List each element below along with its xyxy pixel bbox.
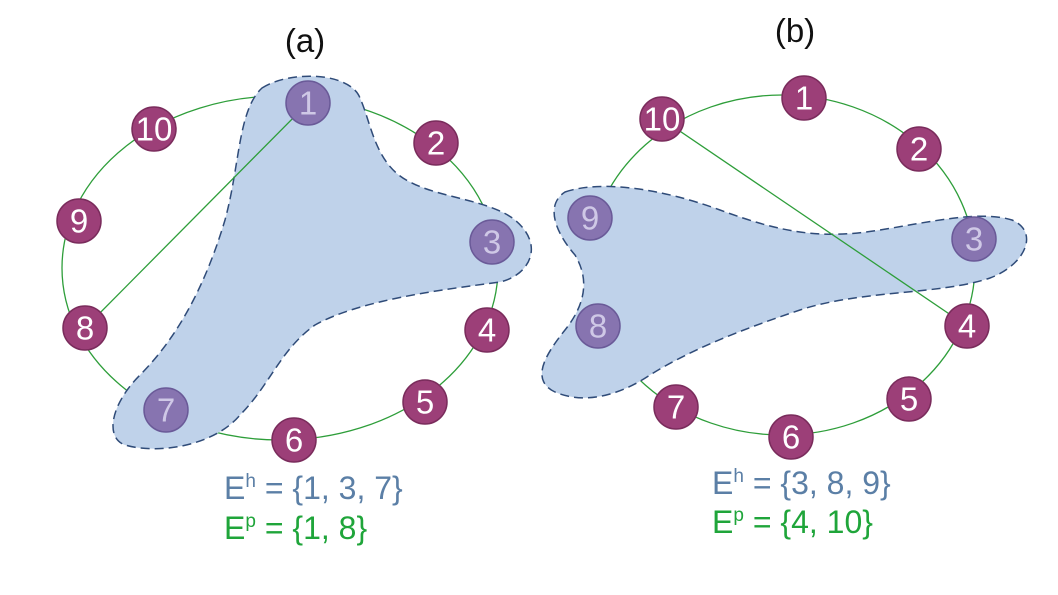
node-label: 1 bbox=[795, 80, 813, 117]
panel-b-node-4: 4 bbox=[944, 303, 990, 349]
node-label: 10 bbox=[136, 111, 173, 148]
node-label: 1 bbox=[299, 85, 317, 122]
panel-a: (a) 1 2 3 4 5 6 bbox=[56, 22, 533, 546]
panel-b: (b) 1 2 3 4 5 6 bbox=[541, 12, 1028, 540]
panel-b-pair-equation: Ep = {4, 10} bbox=[712, 504, 873, 540]
panel-b-hyperedge-equation: Eh = {3, 8, 9} bbox=[712, 465, 891, 501]
panel-a-node-9: 9 bbox=[56, 198, 102, 244]
node-label: 4 bbox=[478, 312, 496, 349]
node-label: 6 bbox=[285, 422, 303, 459]
panel-a-pair-equation: Ep = {1, 8} bbox=[224, 510, 367, 546]
node-label: 9 bbox=[581, 200, 599, 237]
panel-b-node-9: 9 bbox=[567, 195, 613, 241]
panel-a-node-3: 3 bbox=[469, 219, 515, 265]
panel-a-node-10: 10 bbox=[131, 106, 177, 152]
panel-a-hyperedge-blob bbox=[112, 75, 533, 450]
node-label: 2 bbox=[427, 125, 445, 162]
panel-a-label: (a) bbox=[285, 22, 325, 59]
node-label: 10 bbox=[644, 101, 681, 138]
node-label: 4 bbox=[958, 308, 976, 345]
panel-a-pair-edge bbox=[84, 102, 309, 329]
panel-b-pair-edge bbox=[661, 118, 968, 327]
node-label: 6 bbox=[782, 419, 800, 456]
panel-b-node-2: 2 bbox=[896, 126, 942, 172]
panel-a-node-4: 4 bbox=[464, 307, 510, 353]
node-label: 8 bbox=[76, 310, 94, 347]
panel-a-node-8: 8 bbox=[62, 305, 108, 351]
node-label: 7 bbox=[667, 389, 685, 426]
panel-a-node-1: 1 bbox=[285, 80, 331, 126]
panel-a-node-5: 5 bbox=[402, 379, 448, 425]
panel-b-node-10: 10 bbox=[639, 96, 685, 142]
panel-a-hyperedge-equation: Eh = {1, 3, 7} bbox=[224, 470, 403, 506]
panel-b-node-5: 5 bbox=[886, 376, 932, 422]
node-label: 8 bbox=[589, 308, 607, 345]
panel-a-node-6: 6 bbox=[271, 417, 317, 463]
panel-b-node-1: 1 bbox=[781, 75, 827, 121]
node-label: 5 bbox=[416, 384, 434, 421]
node-label: 5 bbox=[900, 381, 918, 418]
node-label: 7 bbox=[157, 392, 175, 429]
panel-b-node-8: 8 bbox=[575, 303, 621, 349]
node-label: 2 bbox=[910, 131, 928, 168]
panel-b-label: (b) bbox=[775, 12, 815, 49]
panel-b-hyperedge-blob bbox=[541, 185, 1028, 399]
node-label: 3 bbox=[965, 221, 983, 258]
panel-b-node-6: 6 bbox=[768, 414, 814, 460]
panel-b-node-7: 7 bbox=[653, 384, 699, 430]
panel-a-node-7: 7 bbox=[143, 387, 189, 433]
panel-b-node-3: 3 bbox=[951, 216, 997, 262]
panel-a-node-2: 2 bbox=[413, 120, 459, 166]
node-label: 9 bbox=[70, 203, 88, 240]
node-label: 3 bbox=[483, 224, 501, 261]
